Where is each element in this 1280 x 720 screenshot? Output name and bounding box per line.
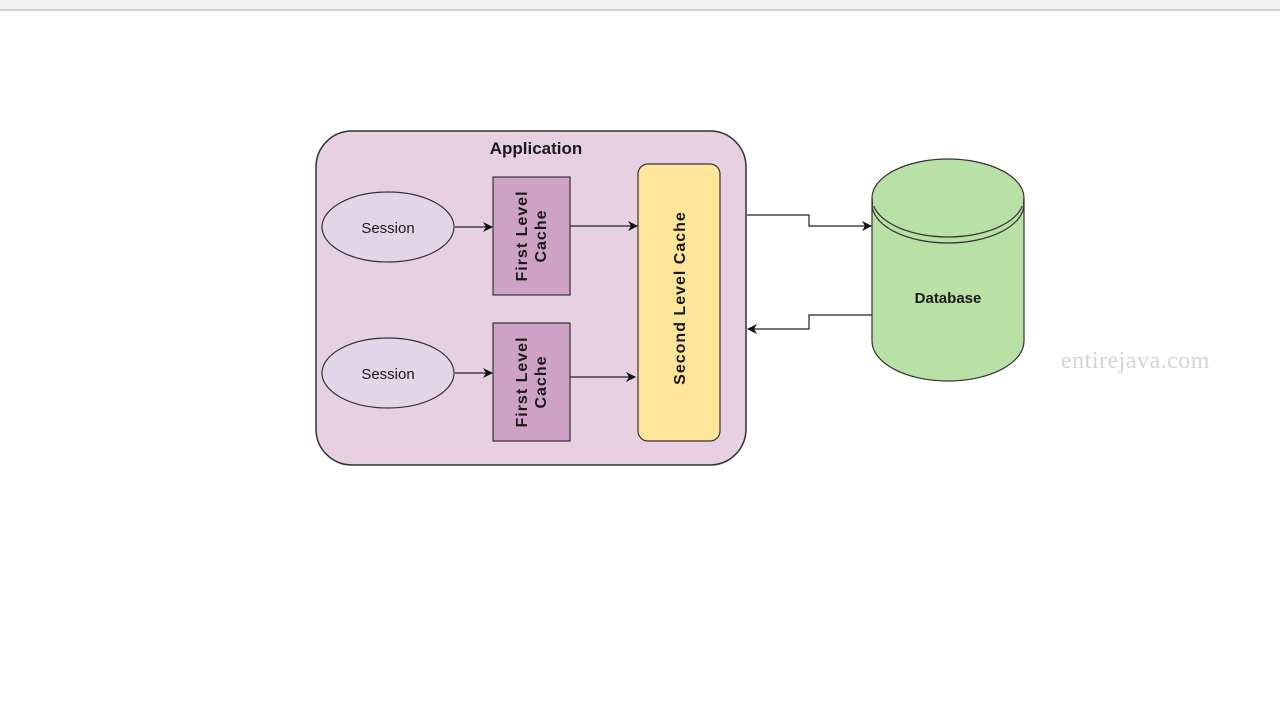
session-label: Session [361, 366, 414, 383]
edge-database-to-application [747, 314, 872, 334]
second-level-cache-node[interactable]: Second Level Cache [637, 163, 721, 442]
application-label: Application [490, 139, 583, 158]
session-node[interactable]: Session [321, 191, 455, 263]
first-level-cache-node[interactable]: First Level Cache [492, 176, 571, 296]
first-level-cache-label-line1: First Level [514, 190, 531, 281]
edge-application-to-database [747, 214, 872, 231]
session-node[interactable]: Session [321, 337, 455, 409]
first-level-cache-label-line1: First Level [514, 336, 531, 427]
database-label: Database [915, 290, 982, 307]
session-label: Session [361, 220, 414, 237]
watermark-text: entirejava.com [1061, 348, 1210, 374]
second-level-cache-label: Second Level Cache [672, 211, 689, 385]
first-level-cache-label-line2: Cache [533, 209, 550, 262]
browser-top-bar [0, 0, 1280, 11]
first-level-cache-label-line2: Cache [533, 355, 550, 408]
first-level-cache-node[interactable]: First Level Cache [492, 322, 571, 442]
database-node[interactable]: Database [871, 158, 1025, 382]
